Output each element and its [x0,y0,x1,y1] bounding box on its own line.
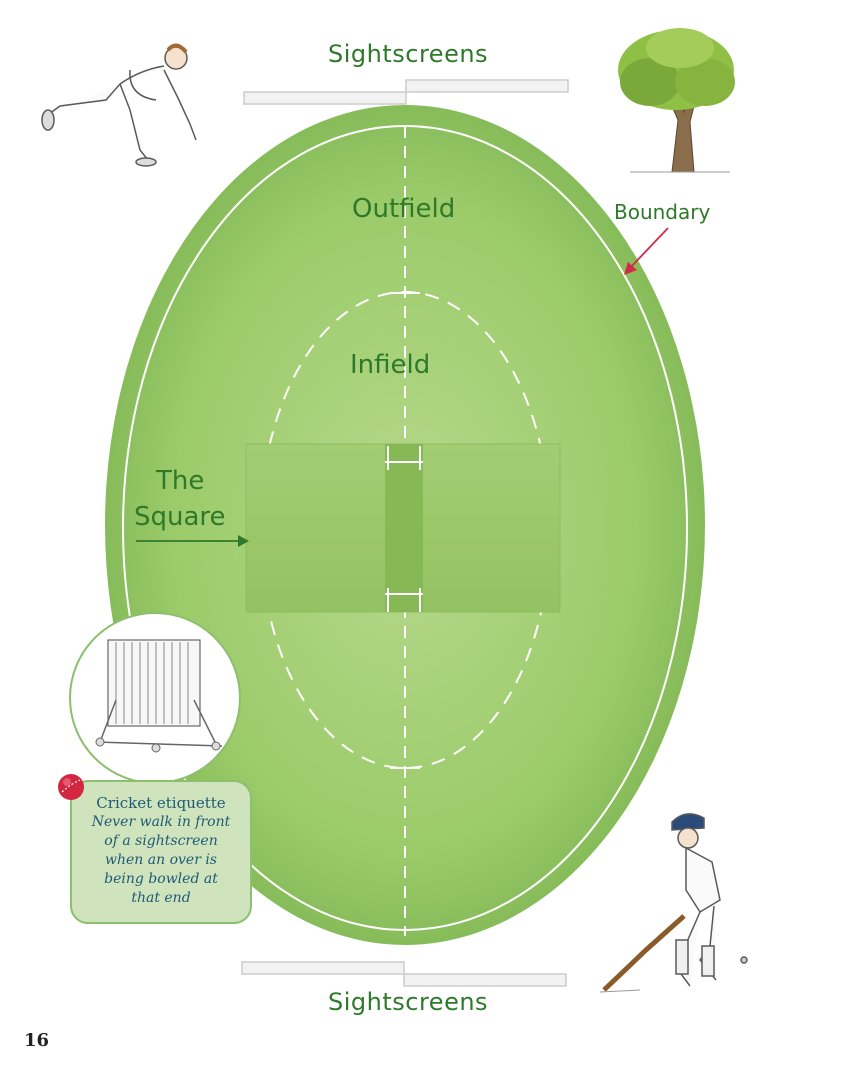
sightscreens-bottom-label: Sightscreens [328,988,489,1016]
sightscreen-bottom [241,961,567,987]
etiquette-line2: of a sightscreen [104,833,218,849]
etiquette-line1: Never walk in front [91,814,231,830]
tree-illustration [618,28,735,173]
crease-bottom [385,588,423,612]
sightscreens-top-label: Sightscreens [328,40,489,68]
square-arrow [136,535,249,547]
crease-top [385,446,423,470]
sightscreen-top [243,79,569,105]
sightscreen-illustration [69,612,241,784]
square-label-line2: Square [134,502,226,532]
page-number: 16 [24,1030,50,1051]
batsman-illustration [599,813,748,993]
etiquette-line5: that end [131,890,191,906]
etiquette-box: Cricket etiquette Never walk in front of… [70,780,252,924]
pitch [385,444,423,612]
square-label-line1: The [156,466,205,496]
outfield-label: Outfield [352,194,456,224]
cricket-ball-icon [58,774,84,800]
etiquette-title: Cricket etiquette [96,794,226,812]
bowler-illustration [41,43,197,167]
etiquette-line4: being bowled at [104,871,218,887]
boundary-label: Boundary [614,200,711,224]
etiquette-line3: when an over is [105,852,217,868]
infield-label: Infield [350,350,431,380]
boundary-arrow [624,227,669,275]
